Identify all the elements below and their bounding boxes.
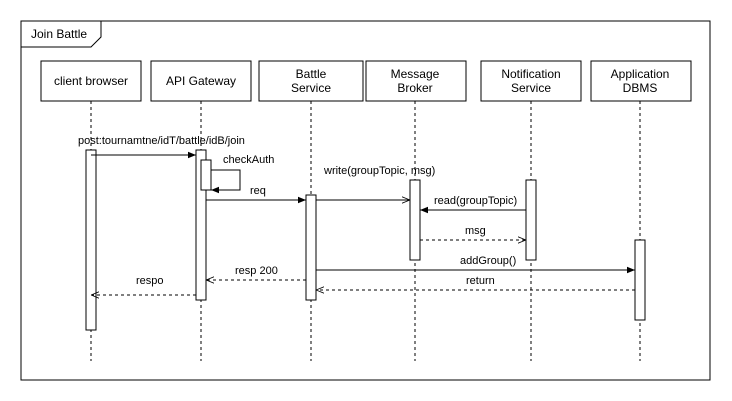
participant-gateway: API Gateway — [150, 60, 252, 102]
message-return: return — [316, 275, 635, 290]
participant-label: API Gateway — [166, 74, 236, 88]
message-label: write(groupTopic, msg) — [323, 165, 435, 177]
participant-notif: Notification Service — [480, 60, 582, 102]
activation-gateway-nested — [200, 159, 212, 191]
message-resp200: resp 200 — [206, 265, 306, 280]
message-label: resp 200 — [235, 265, 278, 277]
participant-box — [40, 60, 142, 102]
message-label: return — [466, 275, 495, 287]
participant-label-line2: Service — [291, 81, 331, 95]
participant-label-line1: Battle — [296, 67, 327, 81]
participant-label-line2: Service — [511, 81, 551, 95]
participant-box — [365, 60, 467, 102]
message-msg: msg — [420, 225, 526, 240]
activation-client — [85, 149, 97, 331]
message-join: post:tournamtne/idT/battle/idB/join — [78, 135, 245, 159]
message-label: addGroup() — [460, 255, 516, 267]
participant-label-line1: Application — [611, 67, 670, 81]
participant-box — [480, 60, 582, 102]
message-read: read(groupTopic) — [420, 195, 526, 214]
activation-broker — [409, 179, 421, 261]
message-label: post:tournamtne/idT/battle/idB/join — [78, 135, 245, 147]
message-respo: respo — [91, 275, 196, 295]
message-label: msg — [465, 225, 486, 237]
activation-battle — [305, 194, 317, 301]
frame-title-tab — [21, 20, 102, 48]
participant-box — [150, 60, 252, 102]
activation-gateway — [195, 149, 207, 301]
participant-battle: Battle Service — [258, 60, 364, 102]
participant-box — [590, 60, 692, 102]
participant-label-line2: Broker — [397, 81, 432, 95]
activations — [85, 149, 646, 331]
message-label: read(groupTopic) — [434, 195, 517, 207]
participant-box — [258, 60, 364, 102]
message-label: checkAuth — [223, 154, 274, 166]
participant-label-line1: Message — [391, 67, 440, 81]
participant-label-line1: Notification — [501, 67, 560, 81]
message-write: write(groupTopic, msg) — [316, 165, 435, 200]
message-req: req — [206, 185, 306, 204]
message-addgroup: addGroup() — [316, 255, 635, 274]
activation-notif — [525, 179, 537, 261]
frame-border — [20, 20, 711, 381]
participant-client: client browser — [40, 60, 142, 102]
participant-broker: Message Broker — [365, 60, 467, 102]
activation-dbms — [634, 239, 646, 321]
participant-label-line2: DBMS — [623, 81, 658, 95]
message-label: req — [250, 185, 266, 197]
message-arrow — [211, 169, 241, 194]
participant-label: client browser — [54, 74, 128, 88]
message-checkauth: checkAuth — [211, 154, 274, 194]
frame-title: Join Battle — [31, 27, 87, 41]
participant-dbms: Application DBMS — [590, 60, 692, 102]
message-label: respo — [136, 275, 164, 287]
